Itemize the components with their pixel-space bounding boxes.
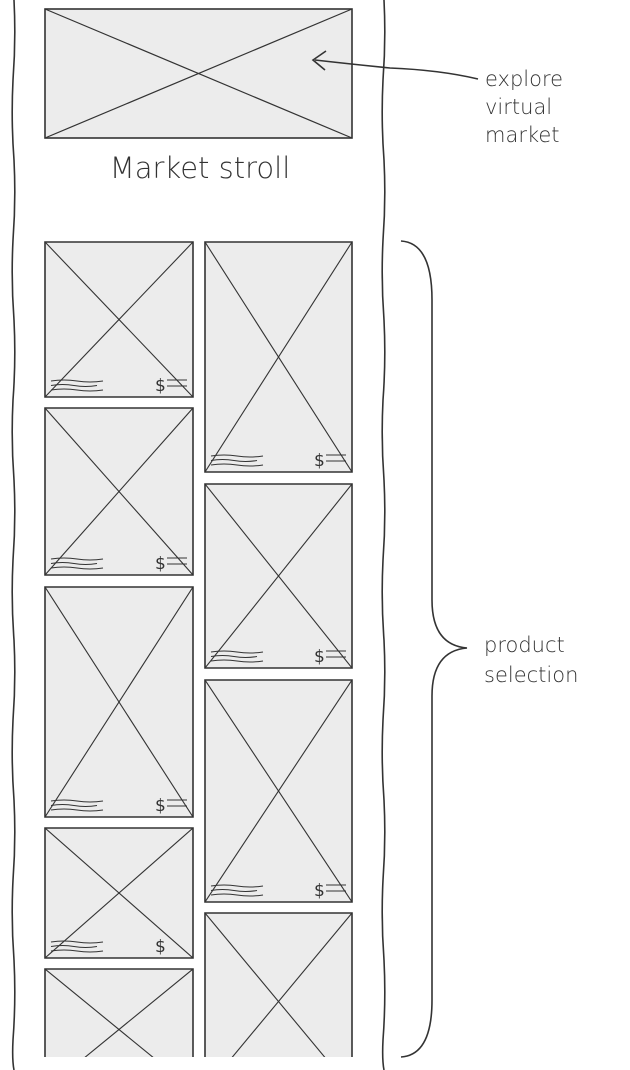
- product-annotation-line-1: product: [484, 633, 565, 657]
- product-label-scribble: [50, 799, 104, 812]
- product-grid: $ $ $ $ $ $ $: [44, 241, 353, 1070]
- product-price-symbol: $: [155, 554, 166, 574]
- product-card[interactable]: $: [44, 241, 194, 398]
- product-label-scribble: [210, 650, 264, 663]
- product-card[interactable]: [44, 968, 194, 1070]
- product-price-scribble: [167, 799, 187, 807]
- product-column-right: $ $ $: [204, 241, 353, 1070]
- product-card[interactable]: $: [204, 679, 353, 903]
- hero-image-placeholder[interactable]: [44, 8, 353, 139]
- product-column-left: $ $ $ $: [44, 241, 194, 1070]
- product-card[interactable]: $: [44, 827, 194, 959]
- explore-annotation-line-3: market: [485, 123, 560, 147]
- product-price-scribble: [167, 557, 187, 565]
- product-label-scribble: [50, 379, 104, 392]
- explore-annotation-line-1: explore: [485, 67, 563, 91]
- product-label-scribble: [50, 940, 104, 953]
- product-card[interactable]: [204, 912, 353, 1070]
- product-selection-brace: [400, 240, 468, 1058]
- product-card[interactable]: $: [44, 407, 194, 576]
- product-label-scribble: [210, 884, 264, 897]
- screen-left-edge: [11, 0, 16, 1070]
- explore-annotation-line-2: virtual: [485, 95, 552, 119]
- product-label-scribble: [50, 557, 104, 570]
- product-price-symbol: $: [314, 451, 325, 471]
- product-price-scribble: [326, 454, 346, 462]
- product-label-scribble: [210, 454, 264, 467]
- product-card[interactable]: $: [44, 586, 194, 818]
- product-card[interactable]: $: [204, 241, 353, 473]
- product-price-scribble: [167, 379, 187, 387]
- hero-title: Market stroll: [110, 151, 291, 185]
- product-price-symbol: $: [314, 881, 325, 901]
- product-price-symbol: $: [314, 647, 325, 667]
- product-price-symbol: $: [155, 376, 166, 396]
- explore-annotation-arrow: [311, 50, 479, 80]
- product-price-scribble: [326, 884, 346, 892]
- screen-right-edge: [381, 0, 386, 1070]
- product-annotation-line-2: selection: [484, 663, 578, 687]
- product-price-symbol: $: [155, 937, 166, 957]
- product-price-scribble: [326, 650, 346, 658]
- product-price-symbol: $: [155, 796, 166, 816]
- product-card[interactable]: $: [204, 483, 353, 669]
